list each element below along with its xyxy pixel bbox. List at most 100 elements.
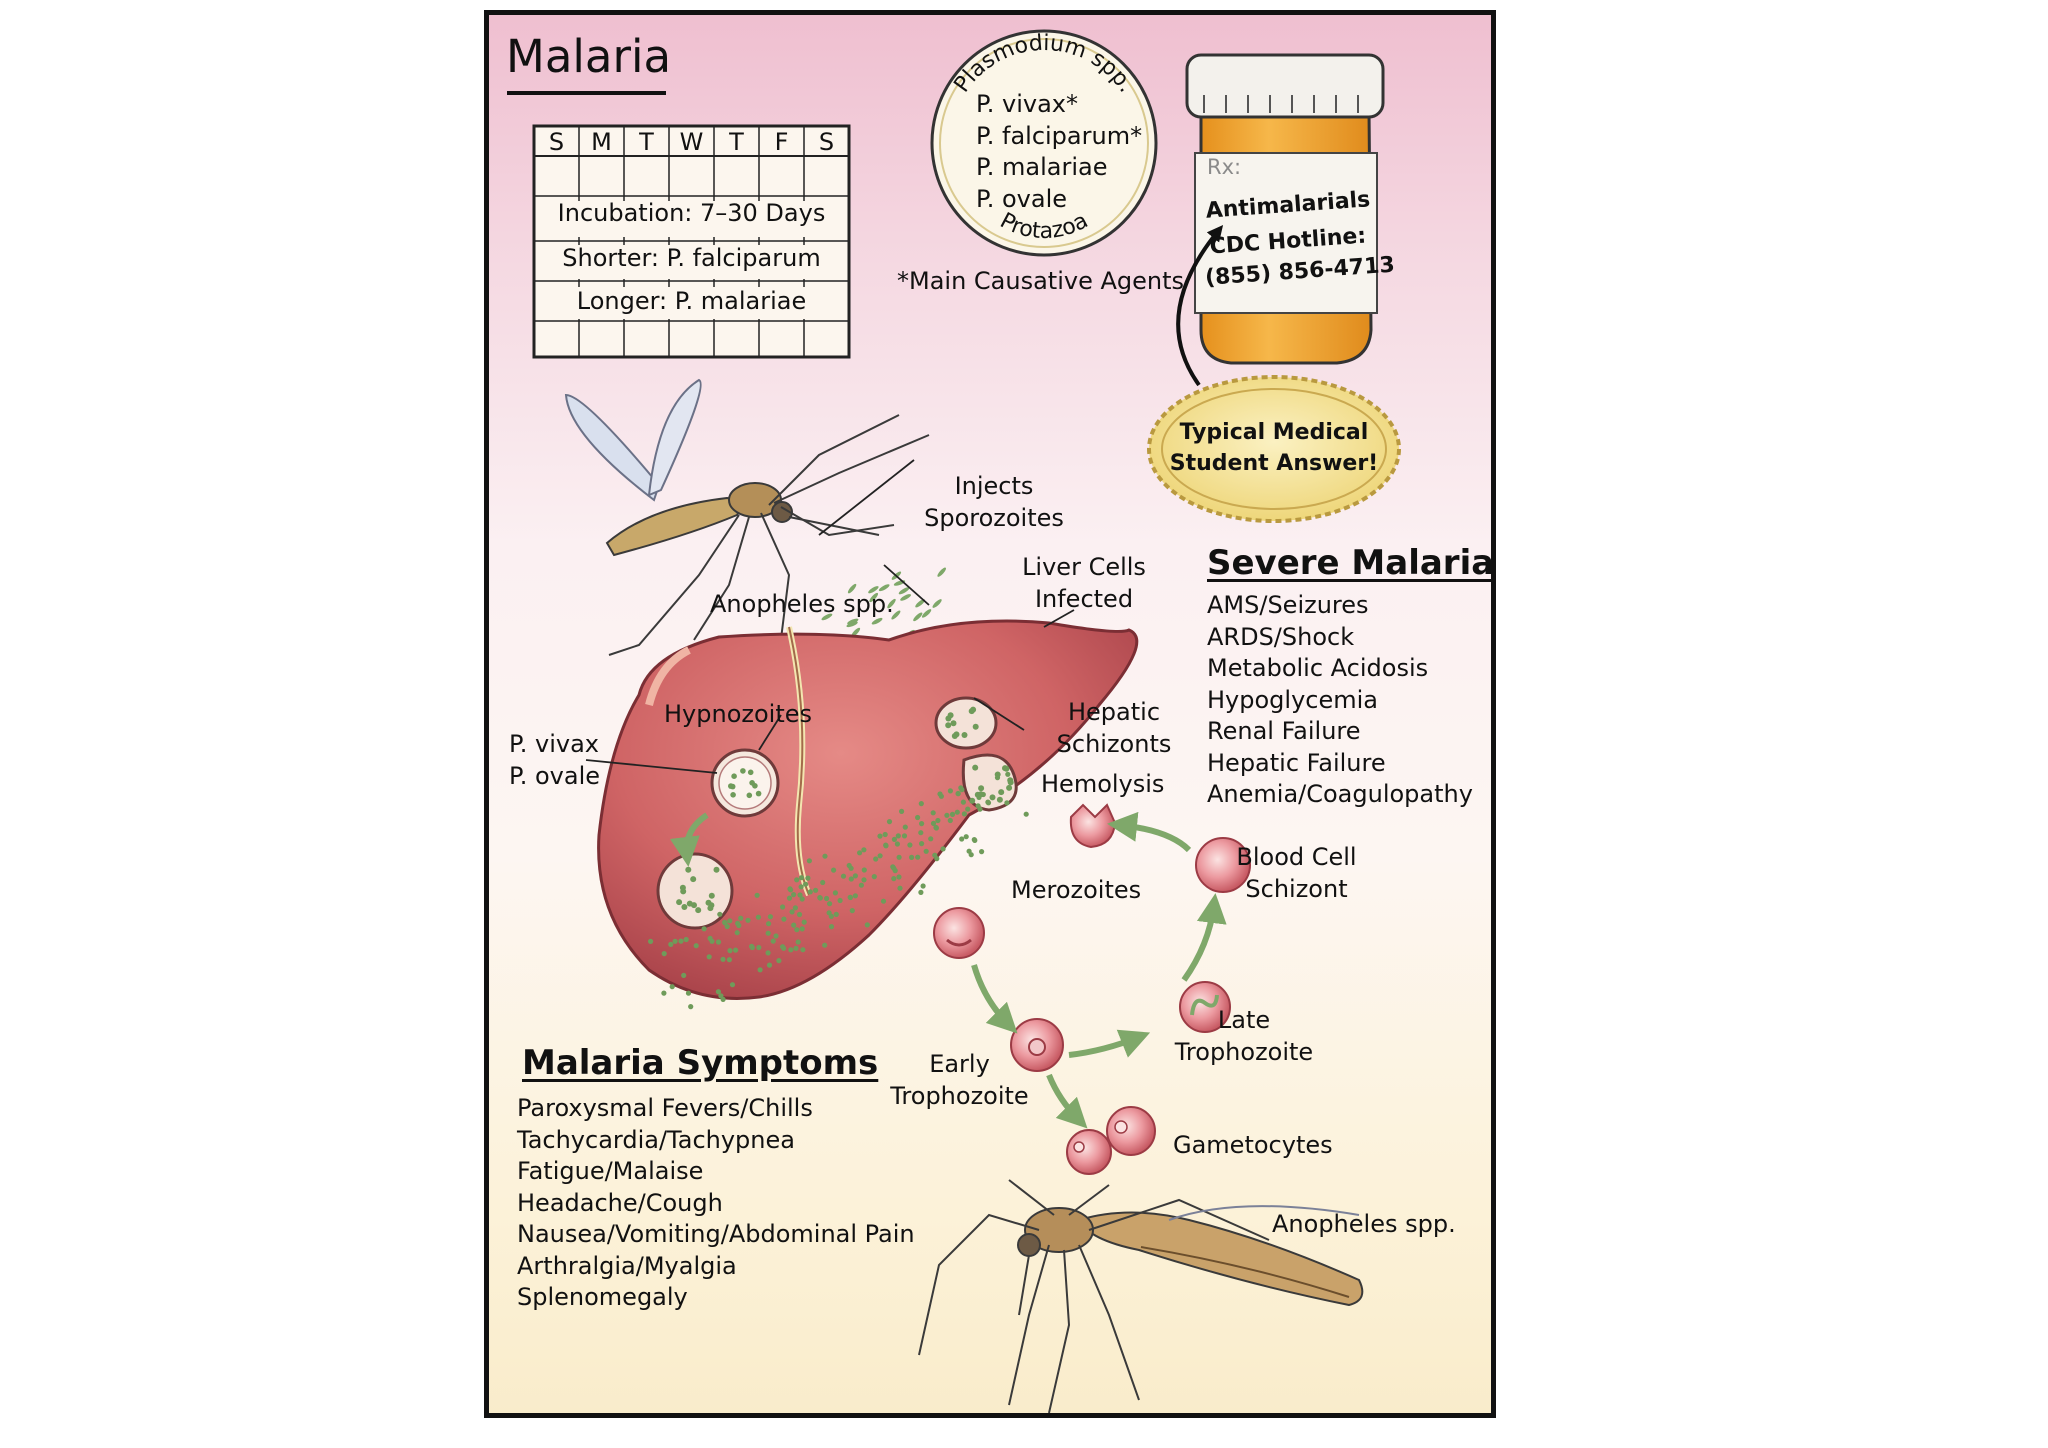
merozoite [820,879,826,886]
merozoite [895,833,901,839]
merozoite [713,866,720,873]
merozoite [798,884,804,890]
sporozoite [847,583,857,594]
merozoite [797,892,803,898]
label-vivax-ovale: P. vivax P. ovale [509,730,601,790]
merozoite [726,957,732,963]
merozoite [798,875,805,881]
merozoite [745,917,751,923]
merozoite [848,876,854,882]
merozoite [935,817,941,824]
merozoite [938,793,944,799]
sporozoite [913,612,923,622]
merozoite [691,902,697,909]
merozoite [996,796,1003,803]
severe-malaria-list: AMS/Seizures ARDS/Shock Metabolic Acidos… [1207,590,1473,811]
symptom-item: Splenomegaly [517,1283,688,1311]
merozoite [730,792,736,798]
merozoite [735,920,741,927]
merozoite [861,867,867,873]
merozoite [831,867,837,873]
incubation-calendar [532,124,851,359]
calendar-incubation: Incubation: 7–30 Days [557,199,826,227]
merozoite [950,720,957,727]
sporozoite [898,587,910,595]
bottle-rx: Rx: [1207,155,1242,179]
sporozoite [821,613,833,621]
merozoite [915,814,921,821]
calendar-shorter: Shorter: P. falciparum [562,244,821,272]
seal-species: P. vivax* [976,90,1078,118]
merozoite [1002,765,1008,772]
merozoite [717,911,723,917]
merozoite [857,850,863,856]
merozoite [985,800,992,806]
merozoite [817,895,823,901]
merozoite [847,894,853,901]
merozoite [971,837,977,843]
merozoite [786,895,793,901]
merozoite [907,842,913,848]
merozoite [767,914,773,920]
merozoite [944,812,950,818]
merozoite [824,895,830,902]
calendar-day-letter: W [679,128,704,156]
merozoite [661,990,667,996]
sporozoite [871,617,883,625]
label-anopheles-bottom: Anopheles spp. [1272,1210,1456,1238]
merozoite [974,791,981,798]
merozoite [1004,800,1010,806]
merozoite [766,962,773,968]
merozoite [877,833,883,839]
merozoite [852,893,858,899]
merozoite [891,836,897,843]
merozoite [788,947,794,953]
merozoite [793,945,799,951]
mosquito-bottom-illustration [918,1179,1364,1413]
merozoite [930,820,937,827]
calendar-longer: Longer: P. malariae [576,287,807,315]
severe-malaria-item: Anemia/Coagulopathy [1207,780,1473,808]
merozoite [661,951,667,957]
label-late-trophozoite: Late Trophozoite [1174,1006,1314,1066]
merozoite [955,790,961,797]
merozoite [930,810,936,816]
merozoite [755,790,762,797]
merozoite [685,990,692,996]
symptom-item: Nausea/Vomiting/Abdominal Pain [517,1220,915,1248]
merozoite [707,905,714,912]
merozoite [780,904,786,910]
merozoite [896,854,902,860]
merozoite [886,819,893,825]
merozoite [681,904,688,910]
label-gametocytes: Gametocytes [1173,1131,1333,1159]
merozoite [864,922,870,928]
merozoite [806,858,812,864]
merozoite [945,715,952,722]
merozoite [965,806,971,812]
pill-bottle [1185,53,1385,365]
merozoite [749,943,755,950]
lifecycle-arrows [971,811,1227,1129]
sporozoite [868,586,879,594]
page-title: Malaria [506,30,672,83]
merozoite [801,919,807,925]
student-answer-badge [1147,375,1401,523]
calendar-day-letter: F [774,128,789,156]
label-blood-cell-schizont: Blood Cell Schizont [1236,843,1357,903]
merozoite [959,836,965,842]
merozoite [963,834,969,840]
sporozoite [846,621,858,628]
calendar-day-letter: S [548,128,565,156]
malaria-illustration-card: Plasmodium spp. Protazoa [484,10,1496,1418]
merozoite [968,852,974,858]
merozoite [919,821,925,827]
label-hepatic-schizonts: Hepatic Schizonts [1056,698,1172,758]
merozoite [788,887,794,893]
merozoite [959,787,965,793]
merozoite [1006,784,1013,791]
merozoite [873,856,879,862]
merozoite [738,915,744,921]
merozoite [852,873,858,879]
merozoite [720,956,726,962]
